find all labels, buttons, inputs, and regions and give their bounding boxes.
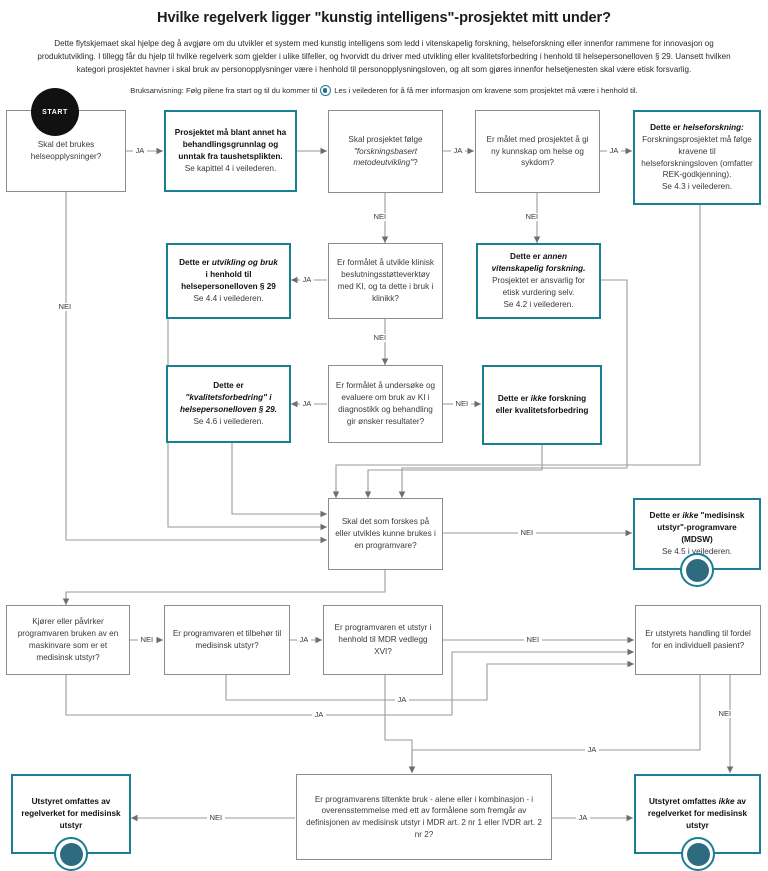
edge-label-nei-3: NEI xyxy=(56,303,74,311)
node-text: Er programvarens tiltenkte bruk - alene … xyxy=(306,794,542,839)
page-title: Hvilke regelverk ligger "kunstig intelli… xyxy=(157,10,611,26)
node-lead: Dette er xyxy=(213,381,244,391)
node-ikke-mdsw-result[interactable]: Dette er ikke "medisinsk utstyr"-program… xyxy=(633,498,761,570)
node-em: annen vitenskapelig forskning. xyxy=(491,252,586,274)
node-text: Er programvaren et tilbehør til medisins… xyxy=(172,629,282,650)
node-klinisk-beslutningsstotte[interactable]: Er formålet å utvikle klinisk beslutning… xyxy=(328,243,443,319)
node-lead: Dette er xyxy=(510,252,541,262)
edge-label-ja-1: JA xyxy=(133,147,147,155)
node-brukes-i-programvare[interactable]: Skal det som forskes på eller utvikles k… xyxy=(328,498,443,570)
edge-label-nei-4: NEI xyxy=(371,334,389,342)
node-em: "kvalitetsforbedring" i helsepersonellov… xyxy=(180,393,277,414)
node-text: Er formålet å utvikle klinisk beslutning… xyxy=(337,258,434,303)
edge-label-ja-10: NEI xyxy=(207,814,225,822)
node-em: ikke xyxy=(682,511,699,521)
node-em: ikke xyxy=(718,797,735,807)
node-ikke-forskning-result[interactable]: Dette er ikke forskning eller kvalitetsf… xyxy=(482,365,602,445)
edge-label-ja-7: JA xyxy=(312,711,326,719)
terminal-dot-mdsw-icon xyxy=(680,553,714,587)
node-lead: Utstyret omfattes xyxy=(649,797,717,807)
node-text: Er programvaren et utstyr i henhold til … xyxy=(334,623,432,656)
node-text-pre: Skal prosjektet følge xyxy=(348,134,423,144)
edge-label-nei-10: JA xyxy=(576,814,590,822)
terminal-dot-omfattes-ikke-icon xyxy=(681,837,715,871)
node-sub-text: Se 4.6 i veilederen. xyxy=(193,416,264,426)
node-sub-text: Se 4.2 i veilederen. xyxy=(503,299,574,309)
usage-instruction-row: Bruksanvisning: Følg pilene fra start og… xyxy=(0,85,768,97)
edge-label-nei-6: NEI xyxy=(518,529,536,537)
node-em: ikke xyxy=(530,394,547,404)
edge-label-nei-2: NEI xyxy=(523,213,541,221)
edge-label-ja-6: NEI xyxy=(524,636,542,644)
node-annen-vitenskapelig-forskning-result[interactable]: Dette er annen vitenskapelig forskning. … xyxy=(476,243,601,319)
node-mdr-vedlegg-xvi[interactable]: Er programvaren et utstyr i henhold til … xyxy=(323,605,443,675)
page-header: Hvilke regelverk ligger "kunstig intelli… xyxy=(0,0,768,97)
edge-label-ja-5: JA xyxy=(300,400,314,408)
node-post: av regelverket for medisinsk utstyr xyxy=(647,797,748,830)
node-text-post: ? xyxy=(413,158,418,168)
node-lead: Dette er xyxy=(649,511,681,521)
edge-label-ja-2: JA xyxy=(451,147,465,155)
usage-text-after: Les i veilederen for å få mer informasjo… xyxy=(334,86,638,96)
node-text: Er formålet å undersøke og evaluere om b… xyxy=(335,381,436,426)
edge-label-nei-7: NEI xyxy=(138,636,156,644)
node-strong-text: Utstyret omfattes av regelverket for med… xyxy=(21,797,121,830)
node-behandlingsgrunnlag-result[interactable]: Prosjektet må blant annet ha behandlings… xyxy=(164,110,297,192)
node-text: Skal det som forskes på eller utvikles k… xyxy=(335,517,436,550)
edge-label-nei-5: NEI xyxy=(453,400,471,408)
node-helseforskning-result[interactable]: Dette er helseforskning: Forskningsprosj… xyxy=(633,110,761,205)
node-body: Prosjektet er ansvarlig for etisk vurder… xyxy=(492,276,585,297)
node-text: Er målet med prosjektet å gi ny kunnskap… xyxy=(486,134,589,168)
node-tiltenkte-bruk-definisjon[interactable]: Er programvarens tiltenkte bruk - alene … xyxy=(296,774,552,860)
node-strong-text: Prosjektet må blant annet ha behandlings… xyxy=(174,128,287,161)
node-lead: Dette er xyxy=(497,394,529,404)
terminal-dot-icon xyxy=(320,85,332,97)
edge-label-ja-3: JA xyxy=(607,147,621,155)
node-post: forskning eller kvalitetsforbedring xyxy=(495,394,589,415)
node-lead: Dette er xyxy=(179,258,210,268)
node-body: Forskningsprosjektet må følge kravene ti… xyxy=(641,134,753,180)
terminal-dot-omfattes-icon xyxy=(54,837,88,871)
edge-label-ja-8: JA xyxy=(395,696,409,704)
usage-text-before: Bruksanvisning: Følg pilene fra start og… xyxy=(130,86,318,96)
node-omfattes-ikke-result[interactable]: Utstyret omfattes ikke av regelverket fo… xyxy=(634,774,761,854)
node-evaluere-bruk-av-ki[interactable]: Er formålet å undersøke og evaluere om b… xyxy=(328,365,443,443)
node-lead: Dette er xyxy=(650,122,681,132)
edge-label-nei-9: NEI xyxy=(716,710,734,718)
node-body: i henhold til helsepersonelloven § 29 xyxy=(181,270,276,291)
start-badge: START xyxy=(31,88,79,136)
edge-label-ja-9: JA xyxy=(585,746,599,754)
node-em: helseforskning: xyxy=(682,122,744,132)
node-sub-text: Se kapittel 4 i veilederen. xyxy=(184,163,277,173)
node-sub-text: Se 4.5 i veilederen. xyxy=(661,546,733,556)
edge-label-nei-1: NEI xyxy=(371,213,389,221)
edge-label-nei-8: JA xyxy=(297,636,311,644)
node-individuell-pasient[interactable]: Er utstyrets handling til fordel for en … xyxy=(635,605,761,675)
node-sub-text: Se 4.3 i veilederen. xyxy=(661,182,733,192)
node-ny-kunnskap-helse-sykdom[interactable]: Er målet med prosjektet å gi ny kunnskap… xyxy=(475,110,600,193)
node-text: Skal det brukes helseopplysninger? xyxy=(30,140,102,161)
node-post: "medisinsk utstyr"-programvare (MDSW) xyxy=(657,511,745,544)
node-forskningsbasert-metodeutvikling[interactable]: Skal prosjektet følge "forskningsbasert … xyxy=(328,110,443,193)
edge-label-ja-4: JA xyxy=(300,276,314,284)
node-text-em: "forskningsbasert metodeutvikling" xyxy=(353,146,417,168)
node-tilbehor-medisinsk-utstyr[interactable]: Er programvaren et tilbehør til medisins… xyxy=(164,605,290,675)
node-text: Kjører eller påvirker programvaren bruke… xyxy=(17,617,119,662)
intro-paragraph: Dette flytskjemaet skal hjelpe deg å avg… xyxy=(37,39,731,75)
node-maskinvare-medisinsk-utstyr[interactable]: Kjører eller påvirker programvaren bruke… xyxy=(6,605,130,675)
node-sub-text: Se 4.4 i veilederen. xyxy=(193,293,264,303)
node-kvalitetsforbedring-result[interactable]: Dette er "kvalitetsforbedring" i helsepe… xyxy=(166,365,291,443)
node-text: Er utstyrets handling til fordel for en … xyxy=(645,629,751,650)
node-utvikling-og-bruk-result[interactable]: Dette er utvikling og bruk i henhold til… xyxy=(166,243,291,319)
node-em: utvikling og bruk xyxy=(211,258,278,268)
